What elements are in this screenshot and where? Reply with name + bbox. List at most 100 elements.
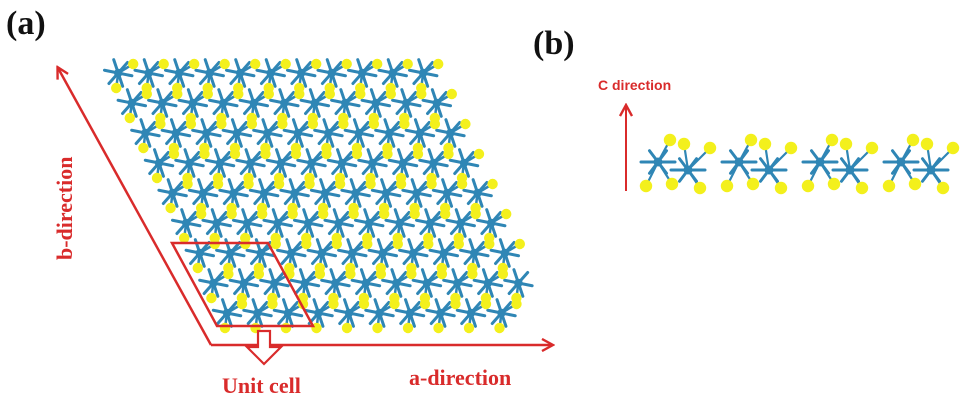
- chalcogen-atom: [426, 172, 437, 184]
- chalcogen-atom: [365, 172, 376, 184]
- chalcogen-atom: [334, 172, 346, 184]
- chalcogen-atom: [351, 142, 363, 154]
- chalcogen-atom: [267, 292, 278, 304]
- metal-atom: [324, 128, 333, 138]
- chalcogen-atom: [501, 208, 512, 220]
- chalcogen-atom: [233, 82, 244, 94]
- chalcogen-atom: [168, 142, 180, 154]
- metal-atom: [185, 158, 194, 168]
- metal-atom: [209, 278, 218, 288]
- side-metal-atom: [683, 165, 693, 175]
- metal-atom: [361, 278, 371, 288]
- metal-atom: [317, 248, 326, 258]
- side-chalcogen-atom: [677, 137, 691, 151]
- chalcogen-atom: [229, 142, 241, 154]
- chalcogen-atom: [463, 322, 475, 334]
- metal-atom: [144, 68, 153, 78]
- chalcogen-atom: [192, 262, 203, 274]
- chalcogen-atom: [324, 82, 335, 94]
- metal-atom: [175, 68, 184, 78]
- metal-atom: [249, 98, 258, 108]
- metal-atom: [276, 158, 286, 168]
- chalcogen-atom: [487, 178, 498, 190]
- chalcogen-atom: [301, 232, 312, 244]
- metal-atom: [158, 98, 167, 108]
- chalcogen-atom: [236, 292, 248, 304]
- chalcogen-atom: [402, 322, 414, 334]
- side-chalcogen-atom: [639, 179, 653, 193]
- chalcogen-atom: [348, 202, 359, 214]
- chalcogen-atom: [314, 262, 325, 274]
- b-direction-arrow: [58, 68, 213, 346]
- chalcogen-atom: [385, 82, 396, 94]
- unit-cell-pointer-arrow: [244, 329, 284, 366]
- chalcogen-atom: [456, 172, 468, 184]
- metal-atom: [266, 68, 275, 78]
- metal-atom: [304, 218, 313, 228]
- side-view-atoms: [639, 133, 960, 195]
- chalcogen-atom: [443, 142, 454, 154]
- side-view-panel: (b) C direction: [533, 25, 960, 195]
- chalcogen-atom: [179, 232, 190, 244]
- metal-atom: [466, 308, 476, 318]
- chalcogen-atom: [124, 112, 135, 124]
- chalcogen-atom: [317, 202, 329, 214]
- metal-atom: [371, 98, 380, 108]
- c-direction-label: C direction: [598, 77, 671, 93]
- chalcogen-atom: [423, 232, 434, 244]
- chalcogen-atom: [372, 58, 383, 70]
- metal-atom: [307, 158, 316, 168]
- chalcogen-atom: [470, 202, 481, 214]
- chalcogen-atom: [494, 322, 505, 334]
- metal-atom: [358, 68, 367, 78]
- metal-atom: [253, 308, 262, 318]
- side-chalcogen-atom: [744, 133, 758, 147]
- chalcogen-atom: [382, 142, 393, 154]
- metal-atom: [351, 188, 360, 198]
- metal-atom: [263, 128, 272, 138]
- chalcogen-atom: [273, 172, 285, 184]
- metal-atom: [446, 128, 455, 138]
- top-view-panel: (a) b-direction Unit cell a-direction: [6, 5, 552, 398]
- chalcogen-atom: [304, 172, 315, 184]
- metal-atom: [439, 248, 448, 258]
- chalcogen-atom: [484, 232, 495, 244]
- a-direction-label: a-direction: [409, 365, 511, 390]
- side-chalcogen-atom: [825, 133, 839, 147]
- metal-atom: [381, 188, 391, 198]
- side-chalcogen-atom: [801, 179, 815, 193]
- chalcogen-atom: [433, 322, 444, 334]
- metal-atom: [456, 218, 465, 228]
- chalcogen-atom: [368, 112, 379, 124]
- chalcogen-atom: [250, 58, 261, 70]
- metal-atom: [290, 188, 299, 198]
- chalcogen-atom: [378, 202, 390, 214]
- metal-atom: [168, 188, 177, 198]
- chalcogen-atom: [219, 58, 230, 70]
- metal-atom: [222, 308, 232, 318]
- chalcogen-atom: [277, 112, 288, 124]
- metal-atom: [459, 158, 469, 168]
- metal-atom: [442, 188, 452, 198]
- metal-atom: [432, 98, 441, 108]
- chalcogen-atom: [226, 202, 237, 214]
- metal-atom: [114, 68, 123, 78]
- chalcogen-atom: [355, 82, 366, 94]
- chalcogen-atom: [216, 112, 227, 124]
- metal-atom: [141, 128, 150, 138]
- side-metal-atom: [764, 165, 774, 175]
- chalcogen-atom: [409, 202, 420, 214]
- metal-atom: [212, 218, 221, 228]
- metal-atom: [270, 278, 279, 288]
- side-chalcogen-atom: [827, 177, 841, 191]
- chalcogen-atom: [172, 82, 183, 94]
- metal-atom: [171, 128, 181, 138]
- chalcogen-atom: [287, 202, 298, 214]
- metal-atom: [470, 248, 479, 258]
- metal-atom: [320, 188, 330, 198]
- metal-atom: [310, 98, 319, 108]
- metal-atom: [514, 278, 523, 288]
- metal-atom: [365, 218, 374, 228]
- metal-atom: [497, 308, 506, 318]
- chalcogen-atom: [331, 232, 342, 244]
